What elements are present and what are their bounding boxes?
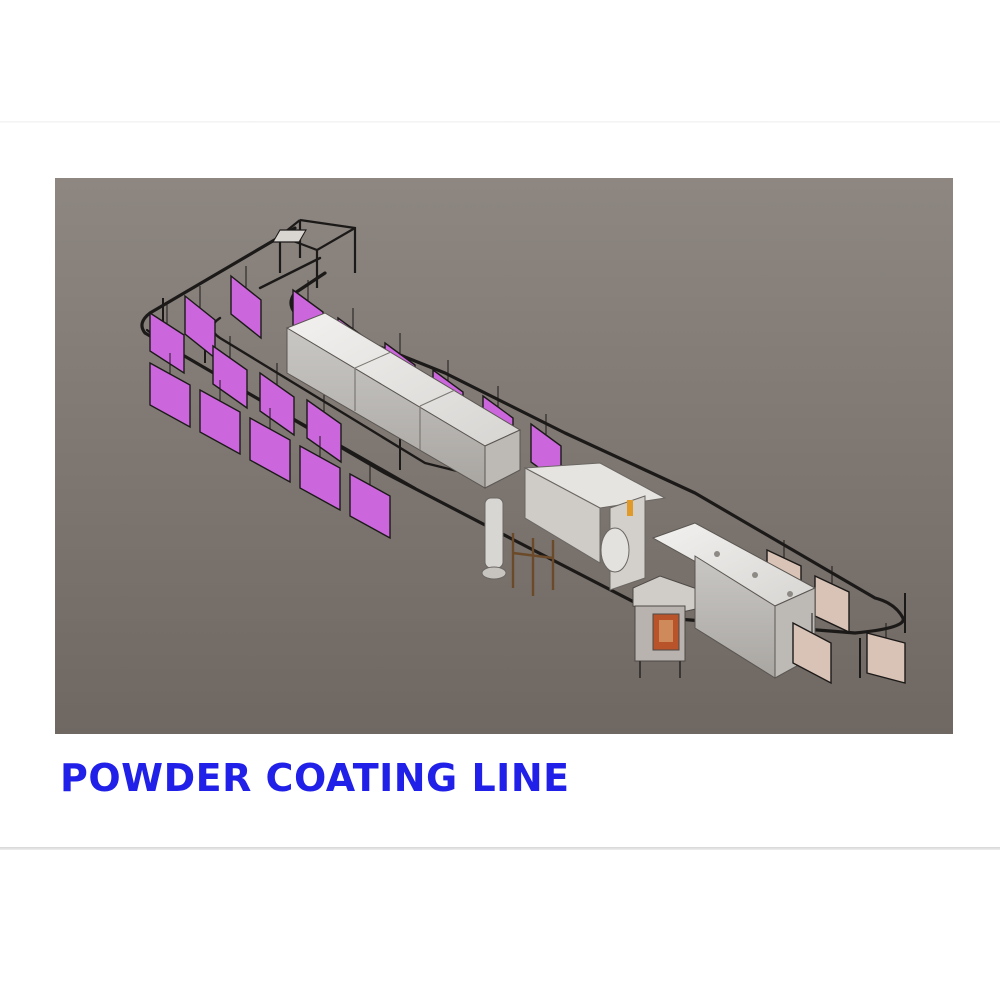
coating-line-render bbox=[55, 178, 953, 734]
hanging-panel bbox=[230, 274, 262, 340]
hanging-panel bbox=[212, 344, 248, 410]
hanging-panel bbox=[349, 472, 391, 540]
hanging-panel bbox=[249, 416, 291, 484]
hanging-panel bbox=[866, 632, 906, 684]
spray-booth-area bbox=[481, 462, 667, 596]
hanging-panel bbox=[299, 444, 341, 512]
hanging-panel bbox=[792, 621, 832, 685]
hanging-panel bbox=[259, 371, 295, 437]
hanging-panel bbox=[306, 398, 342, 464]
page-title: POWDER COATING LINE bbox=[60, 756, 570, 800]
top-divider bbox=[0, 121, 1000, 123]
hanging-parts-front-row bbox=[149, 353, 906, 685]
corner-support-tower bbox=[272, 218, 357, 288]
hanging-panel bbox=[149, 361, 191, 429]
coating-line-illustration bbox=[55, 178, 953, 734]
hanging-panel bbox=[149, 311, 185, 375]
bottom-divider bbox=[0, 847, 1000, 850]
pretreatment-tunnel bbox=[285, 312, 522, 489]
powder-recovery-unit bbox=[632, 575, 701, 678]
hanging-panel bbox=[199, 388, 241, 456]
